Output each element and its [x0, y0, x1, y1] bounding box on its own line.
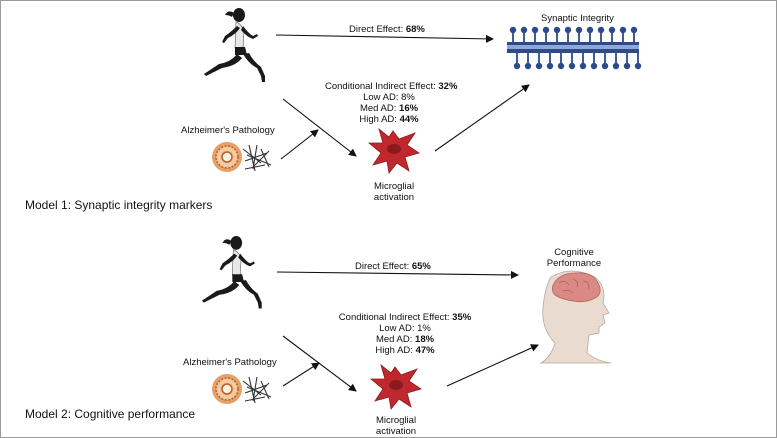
plaque-tangle-icon: [212, 142, 272, 172]
synapse-spine-head: [575, 26, 583, 34]
synapse-spine-head: [535, 62, 543, 70]
synapse-spine-head: [546, 62, 554, 70]
outcome-label-1: Synaptic Integrity: [541, 13, 614, 24]
direct-effect-arrow-1: [275, 34, 494, 43]
synapse-spine-head: [619, 26, 627, 34]
synapse-spine-head: [623, 62, 631, 70]
microglia-icon: [369, 363, 422, 410]
mediator-label-2: Microglial activation: [375, 415, 417, 437]
head-brain-icon: [539, 270, 612, 364]
microglia-icon: [367, 127, 420, 174]
microglia-to-outcome-arrow-1: [434, 84, 530, 152]
synapse-spine-head: [612, 62, 620, 70]
synapse-spine-head: [524, 62, 532, 70]
synapse-spine-head: [553, 26, 561, 34]
synapse-spine-head: [513, 62, 521, 70]
plaque-tangle-icon: [212, 374, 272, 404]
microglia-to-outcome-arrow-2: [446, 344, 539, 387]
synapse-spine-head: [586, 26, 594, 34]
moderator-label-2: Alzheimer's Pathology: [183, 357, 277, 368]
synapse-spine-head: [608, 26, 616, 34]
exercise-to-microglia-arrow-1: [282, 98, 357, 157]
synapse-spine-head: [564, 26, 572, 34]
mediator-label-1: Microglial activation: [373, 181, 415, 203]
outcome-label-2: Cognitive Performance: [546, 247, 602, 269]
runner-icon: [201, 235, 262, 309]
runner-icon: [204, 8, 265, 82]
direct-effect-label-2: Direct Effect: 65%: [355, 261, 431, 272]
direct-effect-label-1: Direct Effect: 68%: [349, 24, 425, 35]
indirect-effect-block-2: Conditional Indirect Effect: 35% Low AD:…: [338, 312, 472, 356]
direct-effect-arrow-2: [276, 270, 519, 279]
synapse-spine-head: [557, 62, 565, 70]
model-1-label: Model 1: Synaptic integrity markers: [25, 198, 213, 212]
synapse-spine-head: [601, 62, 609, 70]
pathology-to-path-arrow-1: [280, 129, 319, 160]
indirect-effect-block-1: Conditional Indirect Effect: 32% Low AD:…: [325, 81, 458, 125]
synapse-spine-head: [630, 26, 638, 34]
synapse-spine-head: [590, 62, 598, 70]
model-2-label: Model 2: Cognitive performance: [25, 407, 196, 421]
synapse-spine-head: [568, 62, 576, 70]
pathology-to-path-arrow-2: [282, 362, 320, 387]
synapse-spine-head: [597, 26, 605, 34]
moderator-label-1: Alzheimer's Pathology: [181, 125, 275, 136]
synapse-spine-head: [579, 62, 587, 70]
synapse-spine-head: [542, 26, 550, 34]
synapse-spine-head: [520, 26, 528, 34]
synapse-spine-head: [531, 26, 539, 34]
synapse-icon: [507, 26, 642, 70]
synapse-spine-head: [634, 62, 642, 70]
synapse-spine-head: [509, 26, 517, 34]
